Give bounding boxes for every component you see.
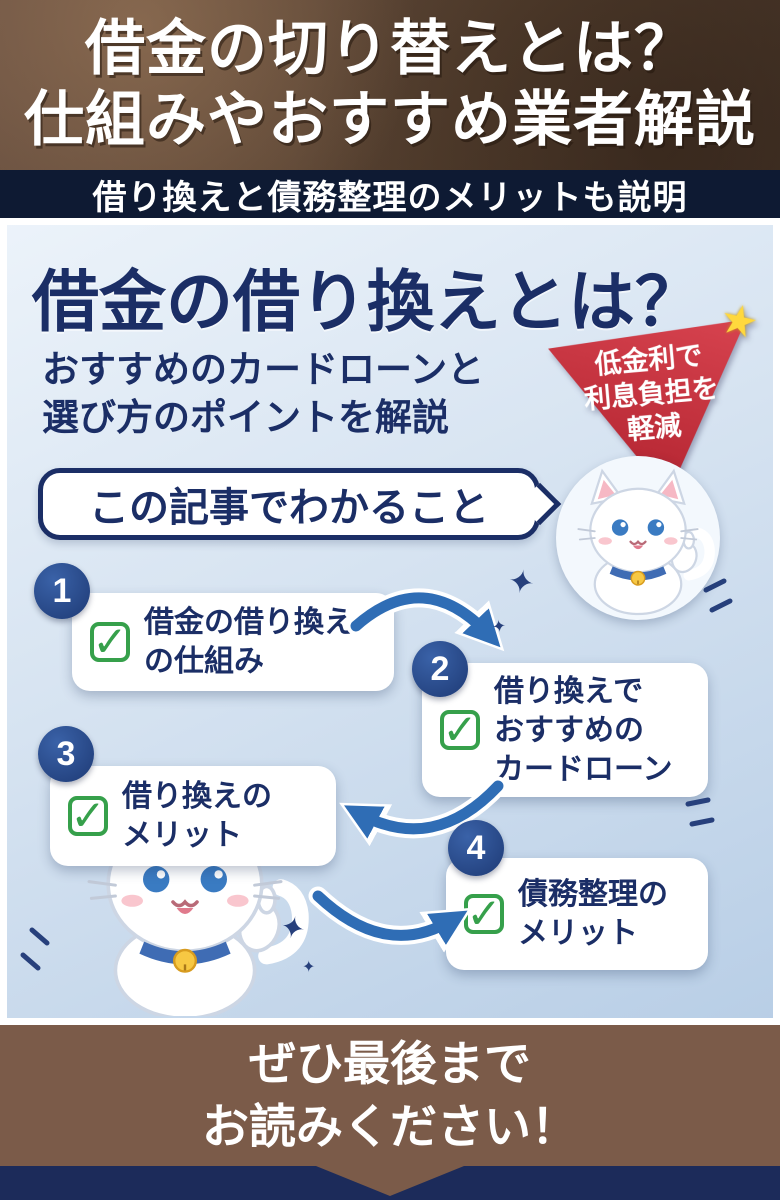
step-card-1: ✓ 借金の借り換え の仕組み [72,593,394,691]
header-banner: 借金の切り替えとは？ 仕組みやおすすめ業者解説 [0,0,780,170]
article-points-bubble: この記事でわかること [38,468,562,540]
bubble-label: この記事でわかること [89,486,489,530]
step-label-3: 借り換えの メリット [122,780,272,852]
header-subtitle-text: 借り換えと債務整理のメリットも説明 [92,178,688,217]
footer-line1: ぜひ最後まで [249,1037,531,1091]
header-title-line2: 仕組みやおすすめ業者解説 [24,86,756,153]
cat-mascot-top [556,456,720,620]
step-number-3: 3 [38,726,94,782]
header-subtitle-bar: 借り換えと債務整理のメリットも説明 [0,170,780,218]
step-number-2: 2 [412,641,468,697]
bubble-tail [518,482,562,526]
step-label-4: 債務整理の メリット [518,878,668,950]
step-number-4: 4 [448,820,504,876]
step-label-1: 借金の借り換え の仕組み [144,606,354,678]
main-panel: 借金の借り換えとは？ おすすめのカードローンと 選び方のポイントを解説 低金利で… [0,218,780,1025]
checkbox-icon: ✓ [68,795,108,837]
sparkle-icon: ✦ [490,616,508,637]
step-card-3: ✓ 借り換えの メリット [50,766,336,866]
sparkle-icon: ✦ [505,561,538,603]
step-number-1: 1 [34,563,90,619]
checkbox-icon: ✓ [464,893,504,935]
step-card-2: ✓ 借り換えで おすすめの カードローン [422,663,708,797]
header-title-line1: 借金の切り替えとは？ [85,15,695,83]
cat-illustration [577,468,715,616]
step-card-4: ✓ 債務整理の メリット [446,858,708,970]
sparkle-icon: ✦ [302,959,316,976]
checkbox-icon: ✓ [90,621,130,663]
main-title: 借金の借り換えとは？ [32,265,702,340]
step-label-2: 借り換えで おすすめの カードローン [494,674,673,786]
checkbox-icon: ✓ [440,709,480,751]
footer-line2: お読みください！ [202,1099,578,1153]
footer-chevron [316,1166,464,1196]
main-subtitle: おすすめのカードローンと 選び方のポイントを解説 [42,349,485,439]
badge-text: 低金利で 利息負担を 軽減 [582,340,720,445]
footer-banner: ぜひ最後まで お読みください！ [0,1025,780,1166]
star-icon: ★ [715,293,764,348]
